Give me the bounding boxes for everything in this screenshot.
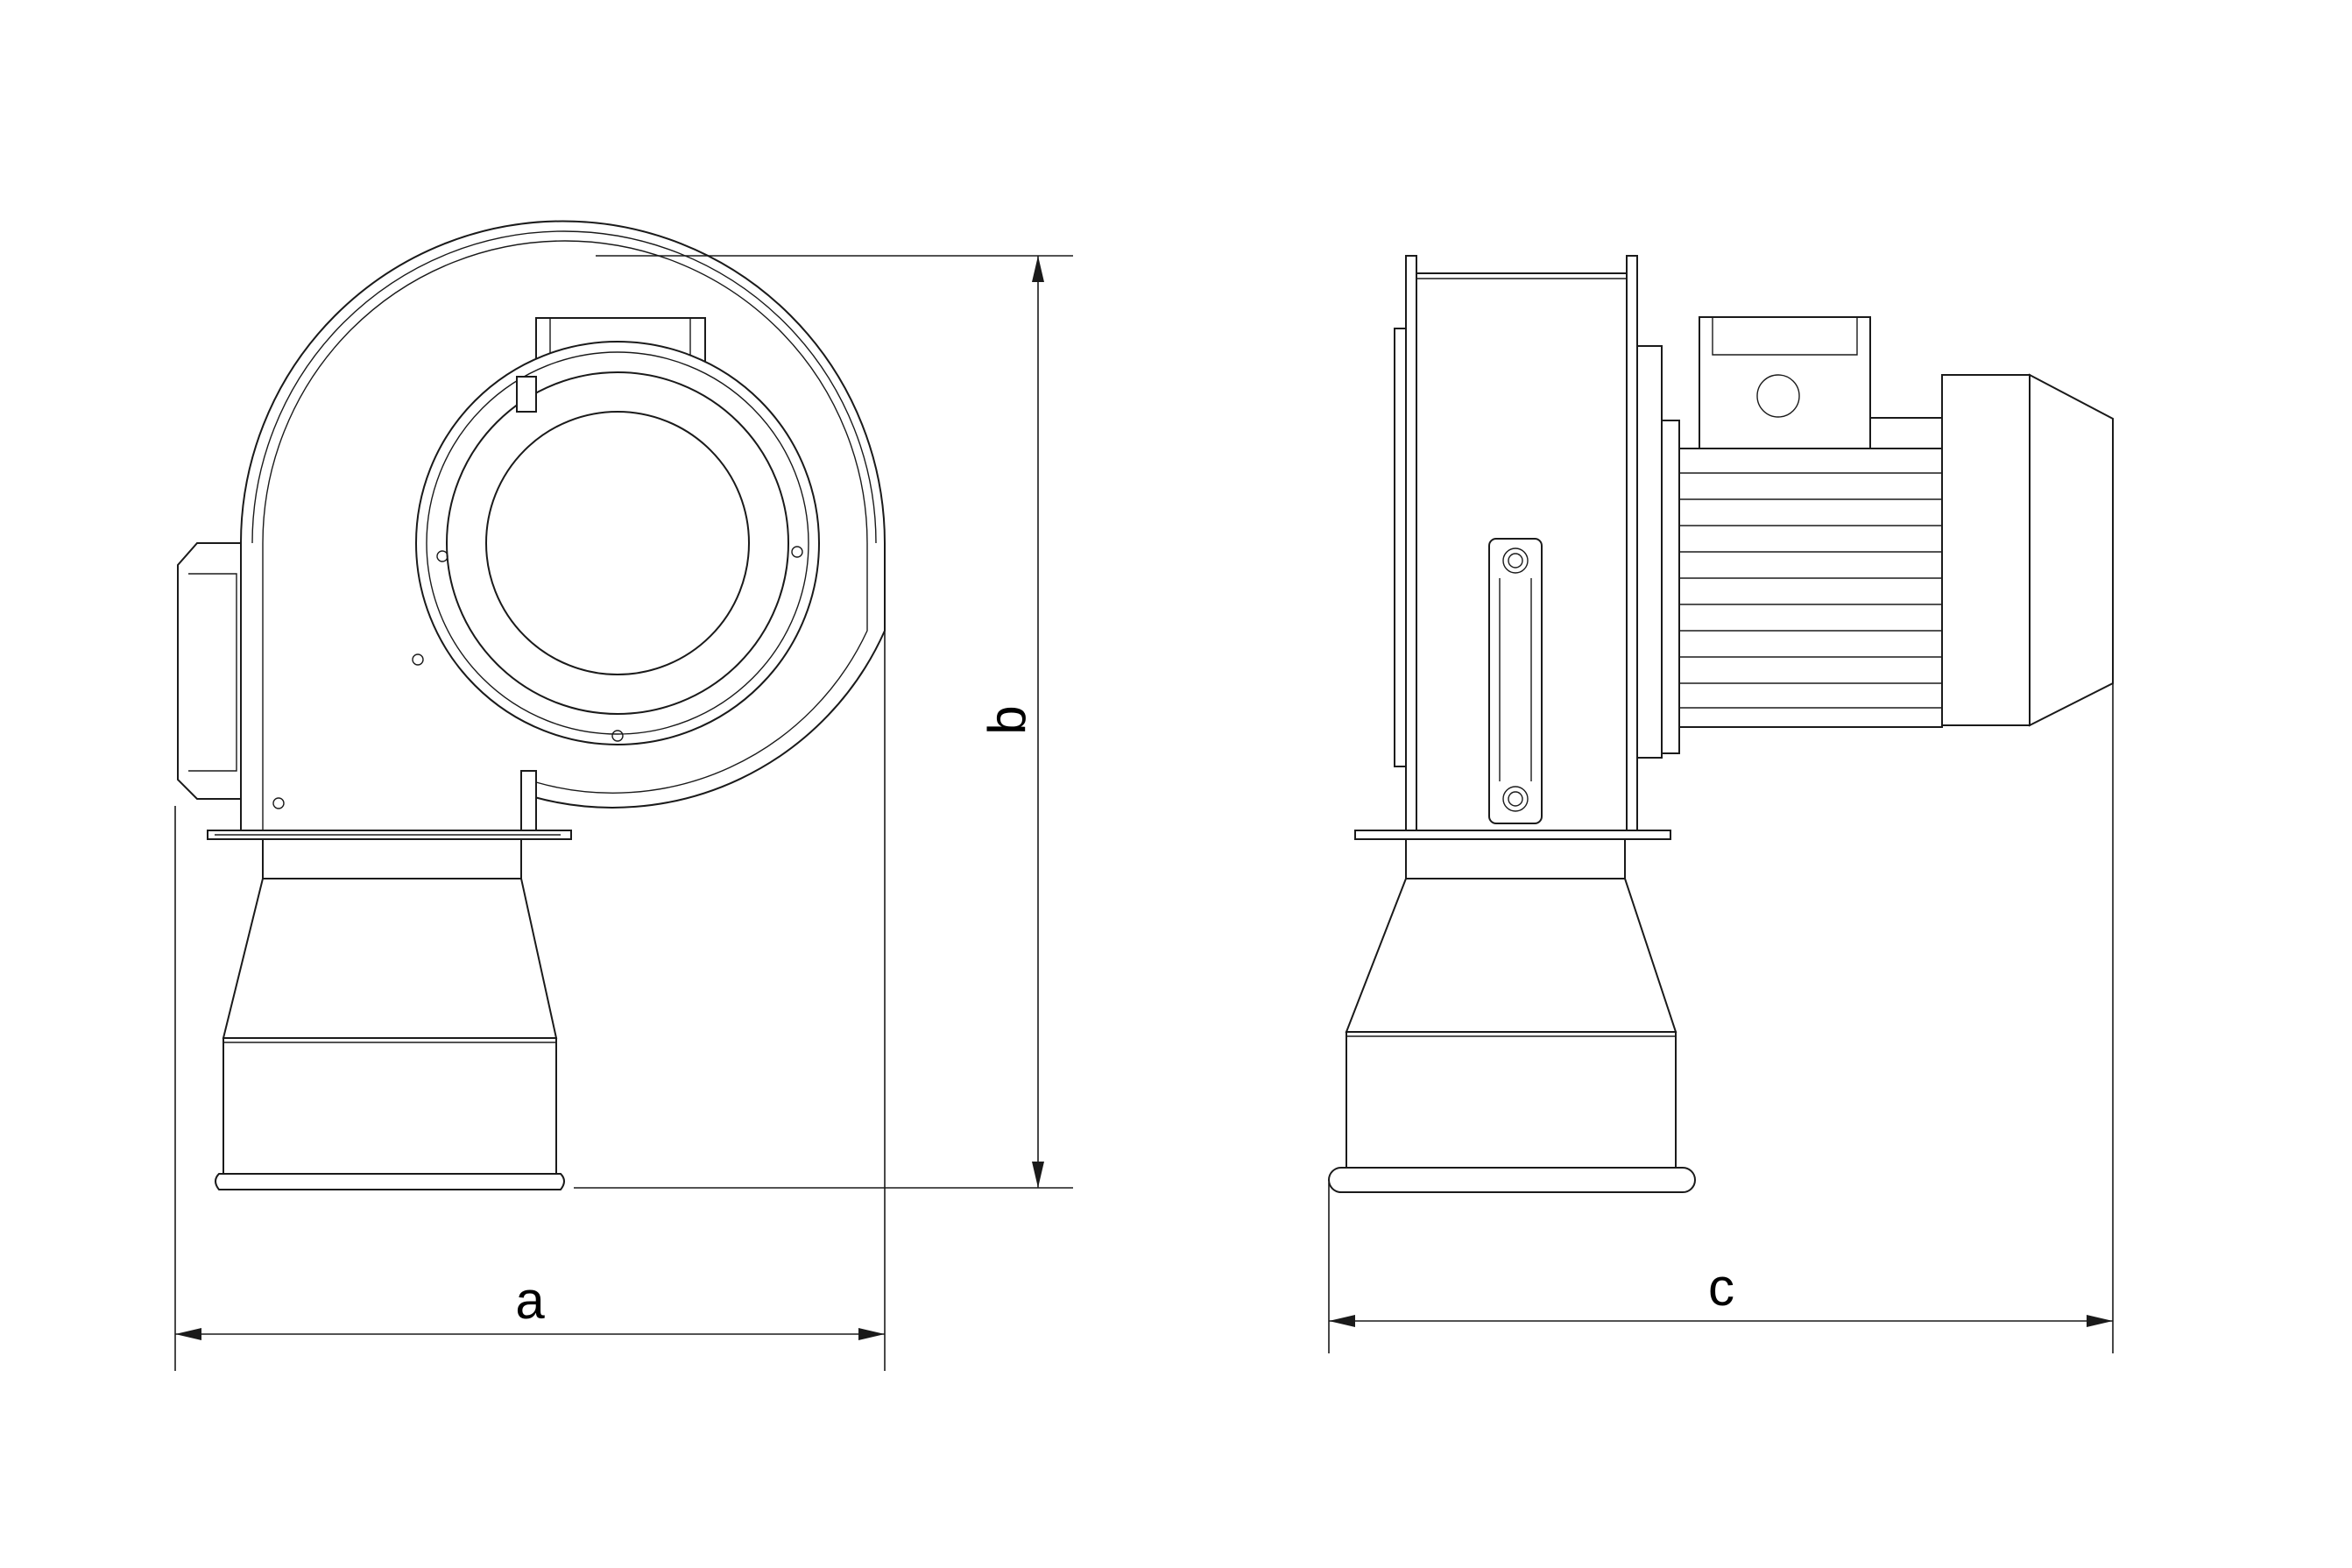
motor-body <box>1661 420 1943 754</box>
front-base-flange <box>207 830 572 840</box>
arrow-head <box>2087 1315 2113 1327</box>
dimension-a <box>174 543 886 1371</box>
side-duct <box>1328 838 1696 1193</box>
dimension-label-c: c <box>1708 1258 1734 1317</box>
dimension-label-b: b <box>978 705 1036 734</box>
inlet-rings <box>415 341 820 745</box>
side-bracket <box>1488 538 1543 824</box>
arrow-head <box>175 1328 201 1340</box>
front-bolt <box>272 797 285 809</box>
front-side-box <box>177 542 248 800</box>
dimension-b <box>574 255 1073 1189</box>
dimension-c <box>1328 419 2114 1353</box>
front-bolt <box>412 653 424 666</box>
arrow-head <box>1329 1315 1355 1327</box>
arrow-head <box>858 1328 885 1340</box>
front-duct <box>215 838 565 1190</box>
side-base-flange <box>1354 830 1671 840</box>
outlet-tongue <box>520 770 537 833</box>
motor-terminal-box <box>1699 316 1943 449</box>
dimension-label-a: a <box>515 1271 545 1330</box>
motor-fan-cover <box>1941 373 2114 727</box>
front-view <box>177 220 886 1190</box>
arrow-head <box>1032 256 1044 282</box>
motor-flange <box>1636 345 1663 759</box>
side-view <box>1328 255 2114 1193</box>
arrow-head <box>1032 1162 1044 1188</box>
